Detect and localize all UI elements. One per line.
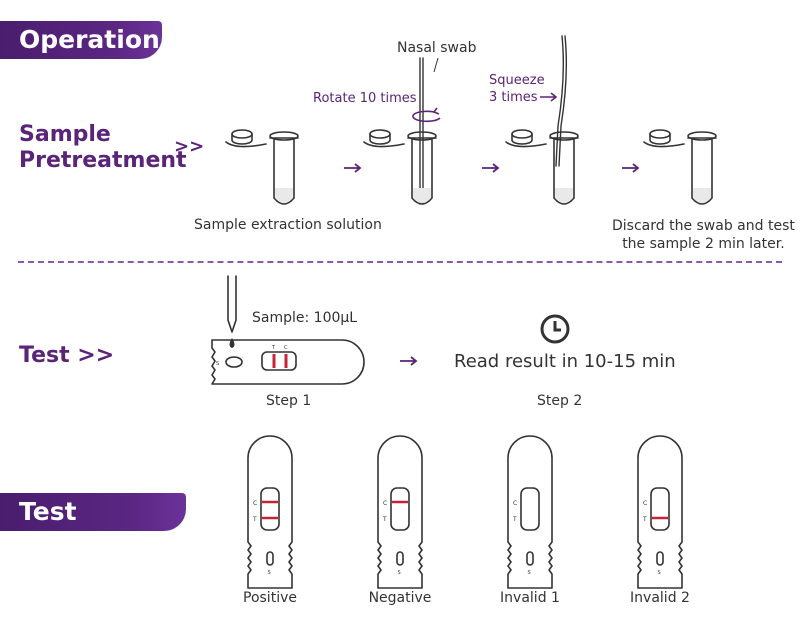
result-cassette-2: C T S — [377, 435, 423, 589]
cassette-c-label: C — [284, 345, 288, 351]
test-title: Test >> — [19, 343, 115, 368]
sample-pretreatment-title: Sample Pretreatment — [19, 122, 187, 174]
test-results-header: Test Results — [0, 493, 186, 564]
result-cassette-3: C T S — [507, 435, 553, 589]
clock-icon — [540, 314, 570, 344]
arrow-right-icon — [540, 92, 558, 102]
result-t-label: T — [642, 516, 647, 523]
nasal-swab-label: Nasal swab — [397, 40, 477, 56]
swab-pointer-line — [433, 57, 439, 73]
result-s-label: S — [658, 570, 661, 576]
discard-line1: Discard the swab and test — [612, 218, 795, 234]
swab-icon — [363, 57, 437, 205]
operation-header: Operation — [0, 21, 162, 59]
result-c-label: C — [383, 500, 387, 507]
cassette-t-label: T — [271, 345, 276, 351]
arrow-right-icon — [344, 163, 362, 173]
extraction-solution-label: Sample extraction solution — [194, 217, 382, 233]
sample-pretreatment-arrow: >> — [174, 136, 205, 157]
result-t-label: T — [512, 516, 517, 523]
sample-pretreatment-line2: Pretreatment — [19, 148, 187, 173]
discard-label: Discard the swab and test the sample 2 m… — [612, 217, 795, 253]
step2-label: Step 2 — [537, 393, 583, 409]
result-c-label: C — [253, 500, 257, 507]
sample-volume-label: Sample: 100µL — [252, 310, 358, 326]
result-s-label: S — [268, 570, 271, 576]
result-c-label: C — [643, 500, 647, 507]
result-s-label: S — [528, 570, 531, 576]
sample-pretreatment-line1: Sample — [19, 122, 111, 147]
tube-icon — [643, 129, 717, 205]
tube-icon — [225, 129, 299, 205]
result-c-label: C — [513, 500, 517, 507]
result-s-label: S — [398, 570, 401, 576]
arrow-right-icon — [400, 356, 418, 366]
test-cassette-horizontal: S T C — [211, 339, 365, 385]
discard-line2: the sample 2 min later. — [622, 236, 785, 252]
result-label: Invalid 1 — [500, 590, 560, 606]
rotate-icon — [412, 107, 441, 123]
result-cassette-1: C T S — [247, 435, 293, 589]
result-t-label: T — [252, 516, 257, 523]
tube-icon — [505, 35, 579, 205]
rotate-label: Rotate 10 times — [313, 91, 417, 106]
result-t-label: T — [382, 516, 387, 523]
result-label: Negative — [368, 590, 432, 606]
arrow-right-icon — [482, 163, 500, 173]
read-result-label: Read result in 10-15 min — [454, 351, 676, 372]
result-label: Invalid 2 — [630, 590, 690, 606]
squeeze-line2: 3 times — [489, 90, 538, 105]
squeeze-label: Squeeze 3 times — [489, 72, 545, 106]
step1-label: Step 1 — [266, 393, 312, 409]
cassette-s-label: S — [216, 361, 219, 367]
section-divider — [18, 261, 782, 263]
result-label: Positive — [243, 590, 297, 606]
result-cassette-4: C T S — [637, 435, 683, 589]
squeeze-line1: Squeeze — [489, 73, 545, 88]
arrow-right-icon — [622, 163, 640, 173]
